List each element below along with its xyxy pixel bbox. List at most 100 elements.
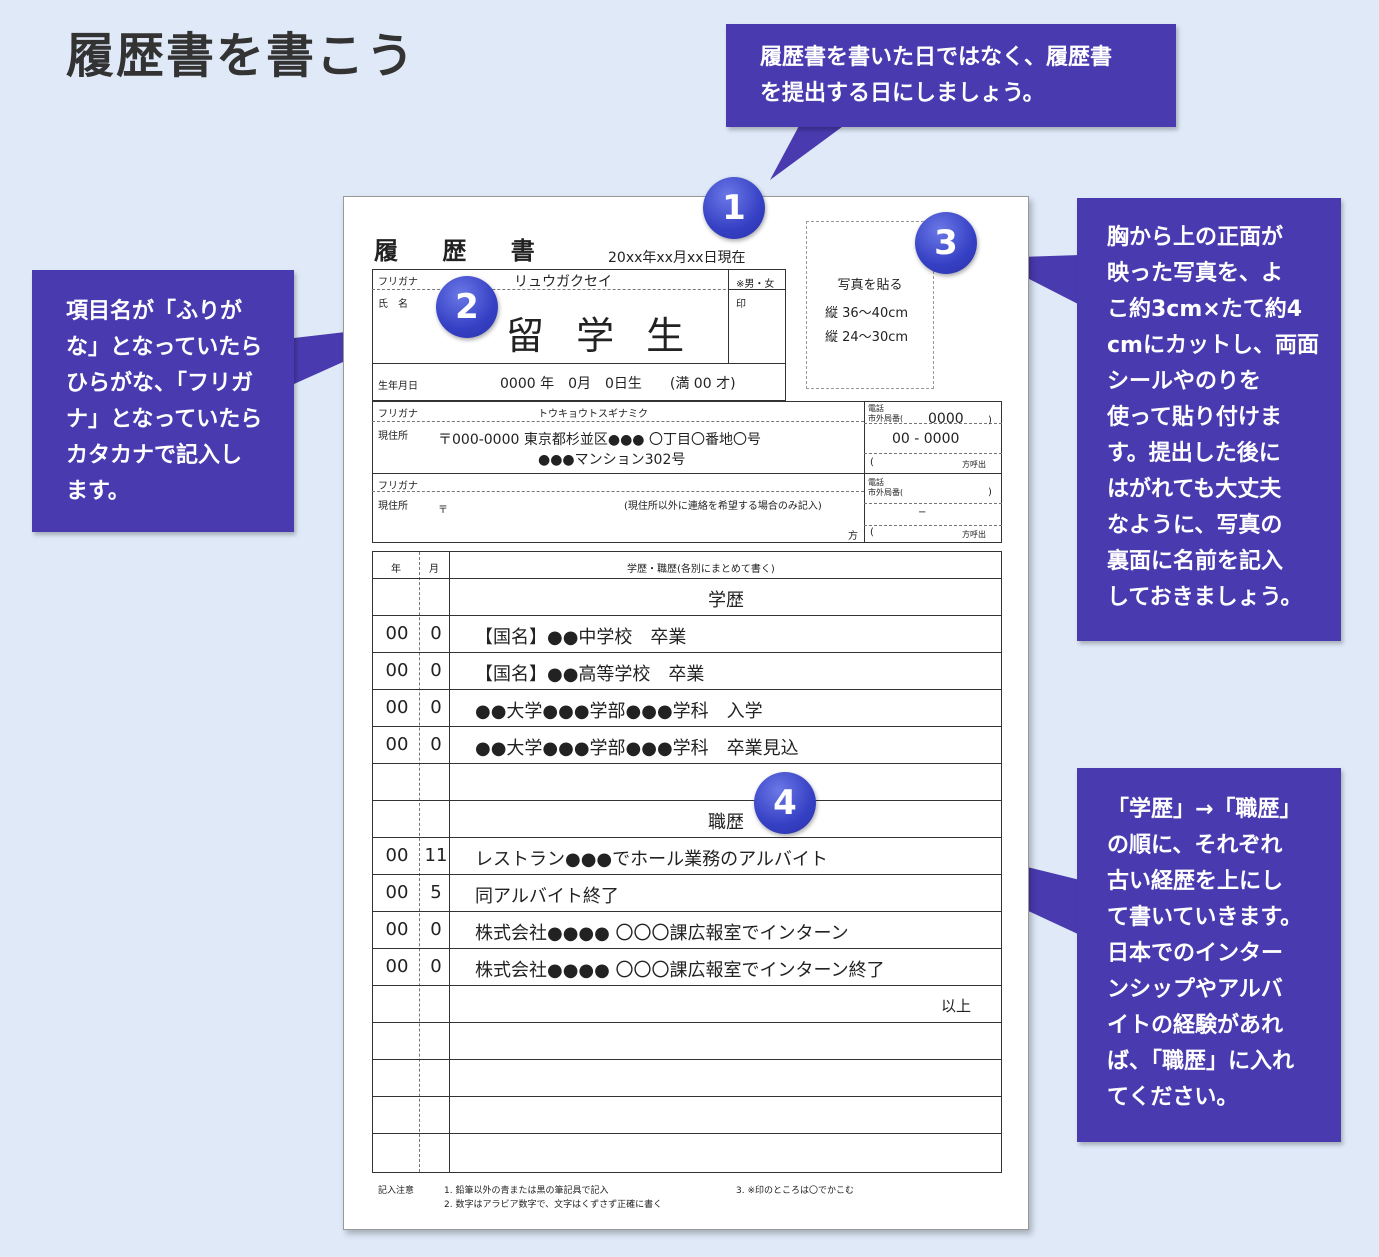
history-year: 00: [385, 956, 409, 977]
history-section-heading: 学歴: [708, 590, 744, 611]
name-label: 氏 名: [378, 299, 408, 310]
divider: [373, 615, 1001, 616]
callout-4-line: 古い経歴を上にし: [1107, 869, 1284, 894]
divider: [373, 874, 1001, 875]
addr-line-1: 〒000-0000 東京都杉並区●●● 〇丁目〇番地〇号: [438, 432, 761, 448]
history-year: 00: [385, 697, 409, 718]
birth-label: 生年月日: [378, 381, 418, 392]
callout-3-line: こ約3cm×たて約4: [1107, 297, 1303, 322]
callout-3-line: シールやのりを: [1107, 369, 1262, 394]
history-text: 以上: [940, 997, 971, 1015]
divider: [449, 552, 450, 1172]
divider: [373, 948, 1001, 949]
contact-zip: 〒: [438, 505, 448, 516]
history-header-month: 月: [429, 564, 439, 575]
callout-4-line: ンシップやアルバ: [1107, 977, 1283, 1002]
history-row: [373, 1059, 1001, 1097]
contact-furigana-label: フリガナ: [378, 481, 418, 492]
divider: [372, 491, 864, 492]
furigana-value: リュウガクセイ: [514, 274, 612, 290]
phone-label-1: 電話: [868, 404, 884, 413]
divider: [373, 578, 1001, 579]
divider: [864, 453, 1002, 454]
callout-3-line: はがれても大丈夫: [1107, 477, 1282, 502]
callout-2-line: ひらがな、「フリガ: [66, 371, 254, 396]
divider: [864, 503, 1002, 504]
history-text: 株式会社●●●● 〇〇〇課広報室でインターン終了: [475, 960, 885, 981]
furigana-label: フリガナ: [378, 277, 418, 288]
callout-3-line: す。提出した後に: [1107, 441, 1281, 466]
callout-4-line: イトの経験があれ: [1107, 1013, 1284, 1038]
history-text: 【国名】●●中学校 卒業: [475, 627, 687, 648]
history-text: レストラン●●●でホール業務のアルバイト: [475, 849, 828, 870]
callout-3-line: 裏面に名前を記入: [1107, 549, 1284, 574]
history-row: 職歴: [373, 800, 1001, 838]
history-row: 00 11 レストラン●●●でホール業務のアルバイト: [373, 837, 1001, 875]
name-block: [372, 269, 786, 401]
badge-4: 4: [754, 772, 816, 834]
callout-4-line: 「学歴」→「職歴」: [1107, 797, 1302, 822]
divider: [373, 800, 1001, 801]
divider: [373, 837, 1001, 838]
resume-date: 20xx年xx月xx日現在: [608, 250, 746, 266]
contact-phone-label-2: 市外局番(: [868, 488, 904, 497]
note-1: 1. 鉛筆以外の青または黒の筆記具で記入: [444, 1186, 609, 1196]
history-month: 0: [430, 623, 442, 644]
photo-label: 写真を貼る: [837, 278, 903, 293]
callout-2-line: ます。: [66, 479, 130, 504]
divider: [864, 401, 865, 543]
callout-3-line: なように、写真の: [1107, 513, 1283, 538]
addr-furigana-value: トウキョウトスギナミク: [538, 409, 648, 420]
callout-3-line: cmにカットし、両面: [1107, 333, 1319, 358]
history-section-heading: 職歴: [708, 812, 744, 833]
callout-1-pointer: [770, 124, 846, 180]
contact-label: 現住所: [378, 501, 408, 512]
photo-size-1: 縦 36〜40cm: [825, 306, 909, 321]
divider: [372, 289, 786, 290]
callout-4-line: て書いていきます。: [1107, 905, 1303, 930]
addr-label: 現住所: [378, 431, 408, 442]
phone-close: ): [988, 415, 992, 426]
callout-2: 項目名が「ふりが な」となっていたら ひらがな、「フリガ ナ」となっていたら カ…: [32, 270, 294, 532]
history-month: 0: [430, 919, 442, 940]
history-header-year: 年: [391, 564, 401, 575]
history-month: 11: [424, 845, 448, 866]
callout-4-line: 日本でのインター: [1107, 941, 1284, 966]
divider: [864, 423, 1002, 424]
seal-label: 印: [736, 299, 746, 310]
address-block: [372, 401, 1002, 543]
history-row: [373, 763, 1001, 801]
divider: [728, 289, 786, 290]
gender-label: ※男・女: [736, 279, 775, 290]
photo-size-2: 縦 24〜30cm: [825, 330, 909, 345]
divider: [373, 1022, 1001, 1023]
phone-area: 0000: [928, 411, 964, 427]
divider: [373, 1059, 1001, 1060]
history-text: ●●大学●●●学部●●●学科 入学: [475, 701, 763, 722]
callout-2-line: カタカナで記入し: [66, 443, 243, 468]
divider: [373, 763, 1001, 764]
resume-title: 履 歴 書: [374, 237, 553, 265]
divider: [864, 525, 1002, 526]
history-row: [373, 1096, 1001, 1134]
notes-label: 記入注意: [378, 1186, 415, 1196]
divider: [373, 1133, 1001, 1134]
divider: [373, 689, 1001, 690]
history-year: 00: [385, 845, 409, 866]
badge-1: 1: [703, 177, 765, 239]
phone-open: (: [870, 457, 874, 468]
divider: [728, 269, 729, 363]
resume-sheet: 履 歴 書 20xx年xx月xx日現在 写真を貼る 縦 36〜40cm 縦 24…: [343, 196, 1029, 1230]
callout-1-line: 履歴書を書いた日ではなく、履歴書: [760, 45, 1113, 70]
callout-4-line: ば、「職歴」に入れ: [1107, 1049, 1295, 1074]
history-year: 00: [385, 623, 409, 644]
contact-phone-note: 方呼出: [962, 530, 986, 539]
contact-kata: 方: [848, 531, 858, 542]
history-text: ●●大学●●●学部●●●学科 卒業見込: [475, 738, 799, 759]
divider: [373, 985, 1001, 986]
callout-3-line: 映った写真を、よ: [1107, 261, 1284, 286]
history-row: [373, 1133, 1001, 1170]
